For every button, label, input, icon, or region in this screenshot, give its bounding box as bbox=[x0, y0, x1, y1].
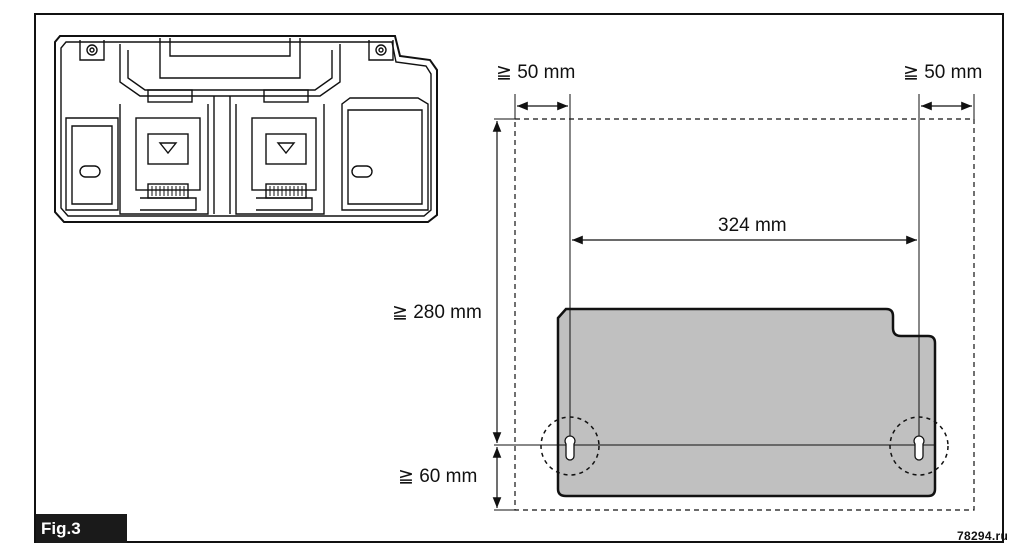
charger-underside-view bbox=[54, 35, 438, 223]
clearance-area bbox=[514, 118, 975, 511]
right-clearance-label: ≧ 50 mm bbox=[903, 62, 982, 83]
top-clearance-label: ≧ 280 mm bbox=[392, 302, 482, 323]
screw-hole-icon bbox=[375, 44, 387, 56]
mounting-hole-right bbox=[889, 416, 949, 476]
slot-icon bbox=[79, 165, 101, 178]
watermark: 78294.ru bbox=[957, 529, 1009, 543]
hole-spacing-label: 324 mm bbox=[718, 215, 787, 236]
figure-label: Fig.3 bbox=[36, 514, 127, 543]
screw-hole-icon bbox=[86, 44, 98, 56]
mounting-hole-left bbox=[540, 416, 600, 476]
bottom-clearance-label: ≧ 60 mm bbox=[398, 466, 477, 487]
left-clearance-label: ≧ 50 mm bbox=[496, 62, 575, 83]
battery-mount-right bbox=[235, 89, 325, 215]
figure-frame bbox=[34, 13, 1004, 543]
charger-silhouette bbox=[556, 307, 937, 498]
slot-icon bbox=[351, 165, 373, 178]
battery-mount-left bbox=[119, 89, 209, 215]
